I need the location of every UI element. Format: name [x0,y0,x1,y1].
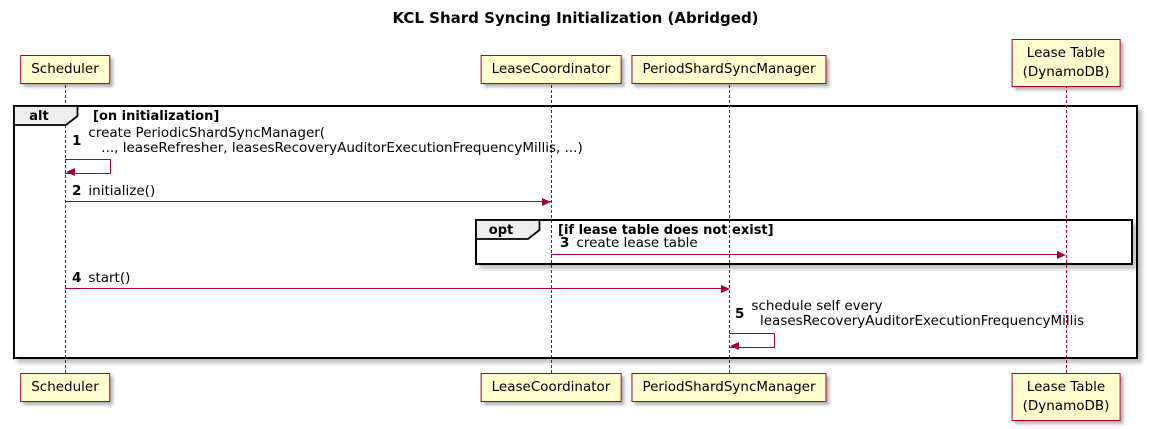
message-4-arrowhead-icon [721,285,730,293]
participant-leasecoordinator-top: LeaseCoordinator [480,55,622,84]
alt-operator-tab-icon [13,105,79,126]
diagram-title: KCL Shard Syncing Initialization (Abridg… [392,9,759,27]
message-5-label: 5 schedule self every leasesRecoveryAudi… [735,299,1084,329]
message-4-number: 4 [72,270,82,286]
opt-operator-tab-icon [475,219,541,240]
participant-periodshardsyncmanager-bottom: PeriodShardSyncManager [631,373,827,402]
alt-operator-label: alt [29,109,49,124]
participant-scheduler-bottom: Scheduler [20,373,110,402]
alt-frame: alt [on initialization] [13,105,1138,359]
message-5-number: 5 [735,305,745,322]
lifeline-scheduler [64,85,66,373]
message-2-label: 2 initialize() [72,184,155,199]
message-3-text: create lease table [576,235,698,251]
message-2-arrowhead-icon [542,198,551,206]
message-3-label: 3 create lease table [560,236,698,251]
participant-lease-table-top: Lease Table (DynamoDB) [1011,39,1121,87]
opt-operator-label: opt [488,223,514,238]
participant-periodshardsyncmanager-top: PeriodShardSyncManager [631,55,827,84]
message-4-arrow [65,288,721,290]
message-1-number: 1 [72,132,82,149]
message-2-text: initialize() [88,183,156,199]
participant-scheduler-top: Scheduler [20,55,110,84]
message-2-arrow [65,201,551,203]
lifeline-leasecoordinator [550,85,552,373]
message-3-arrow [551,254,1058,256]
participant-leasecoordinator-bottom: LeaseCoordinator [480,373,622,402]
opt-guard: [if lease table does not exist] [558,223,774,238]
message-4-label: 4 start() [72,271,130,286]
message-1-text: create PeriodicShardSyncManager( ..., le… [88,125,583,156]
message-4-text: start() [88,270,131,286]
message-2-number: 2 [72,183,82,199]
opt-frame: opt [if lease table does not exist] [475,219,1133,265]
message-1-arrowhead-icon [66,168,75,176]
message-1-label: 1 create PeriodicShardSyncManager( ..., … [72,126,583,156]
participant-lease-table-bottom: Lease Table (DynamoDB) [1011,373,1121,421]
lifeline-periodshardsyncmanager [728,85,730,373]
alt-guard: [on initialization] [93,109,220,124]
message-3-arrowhead-icon [1057,251,1066,259]
message-5-self-arrow [729,333,775,348]
message-5-arrowhead-icon [730,342,739,350]
lifeline-lease-table [1065,85,1067,373]
message-3-number: 3 [560,235,570,251]
message-5-text: schedule self every leasesRecoveryAudito… [751,298,1085,329]
message-1-self-arrow [65,159,111,174]
